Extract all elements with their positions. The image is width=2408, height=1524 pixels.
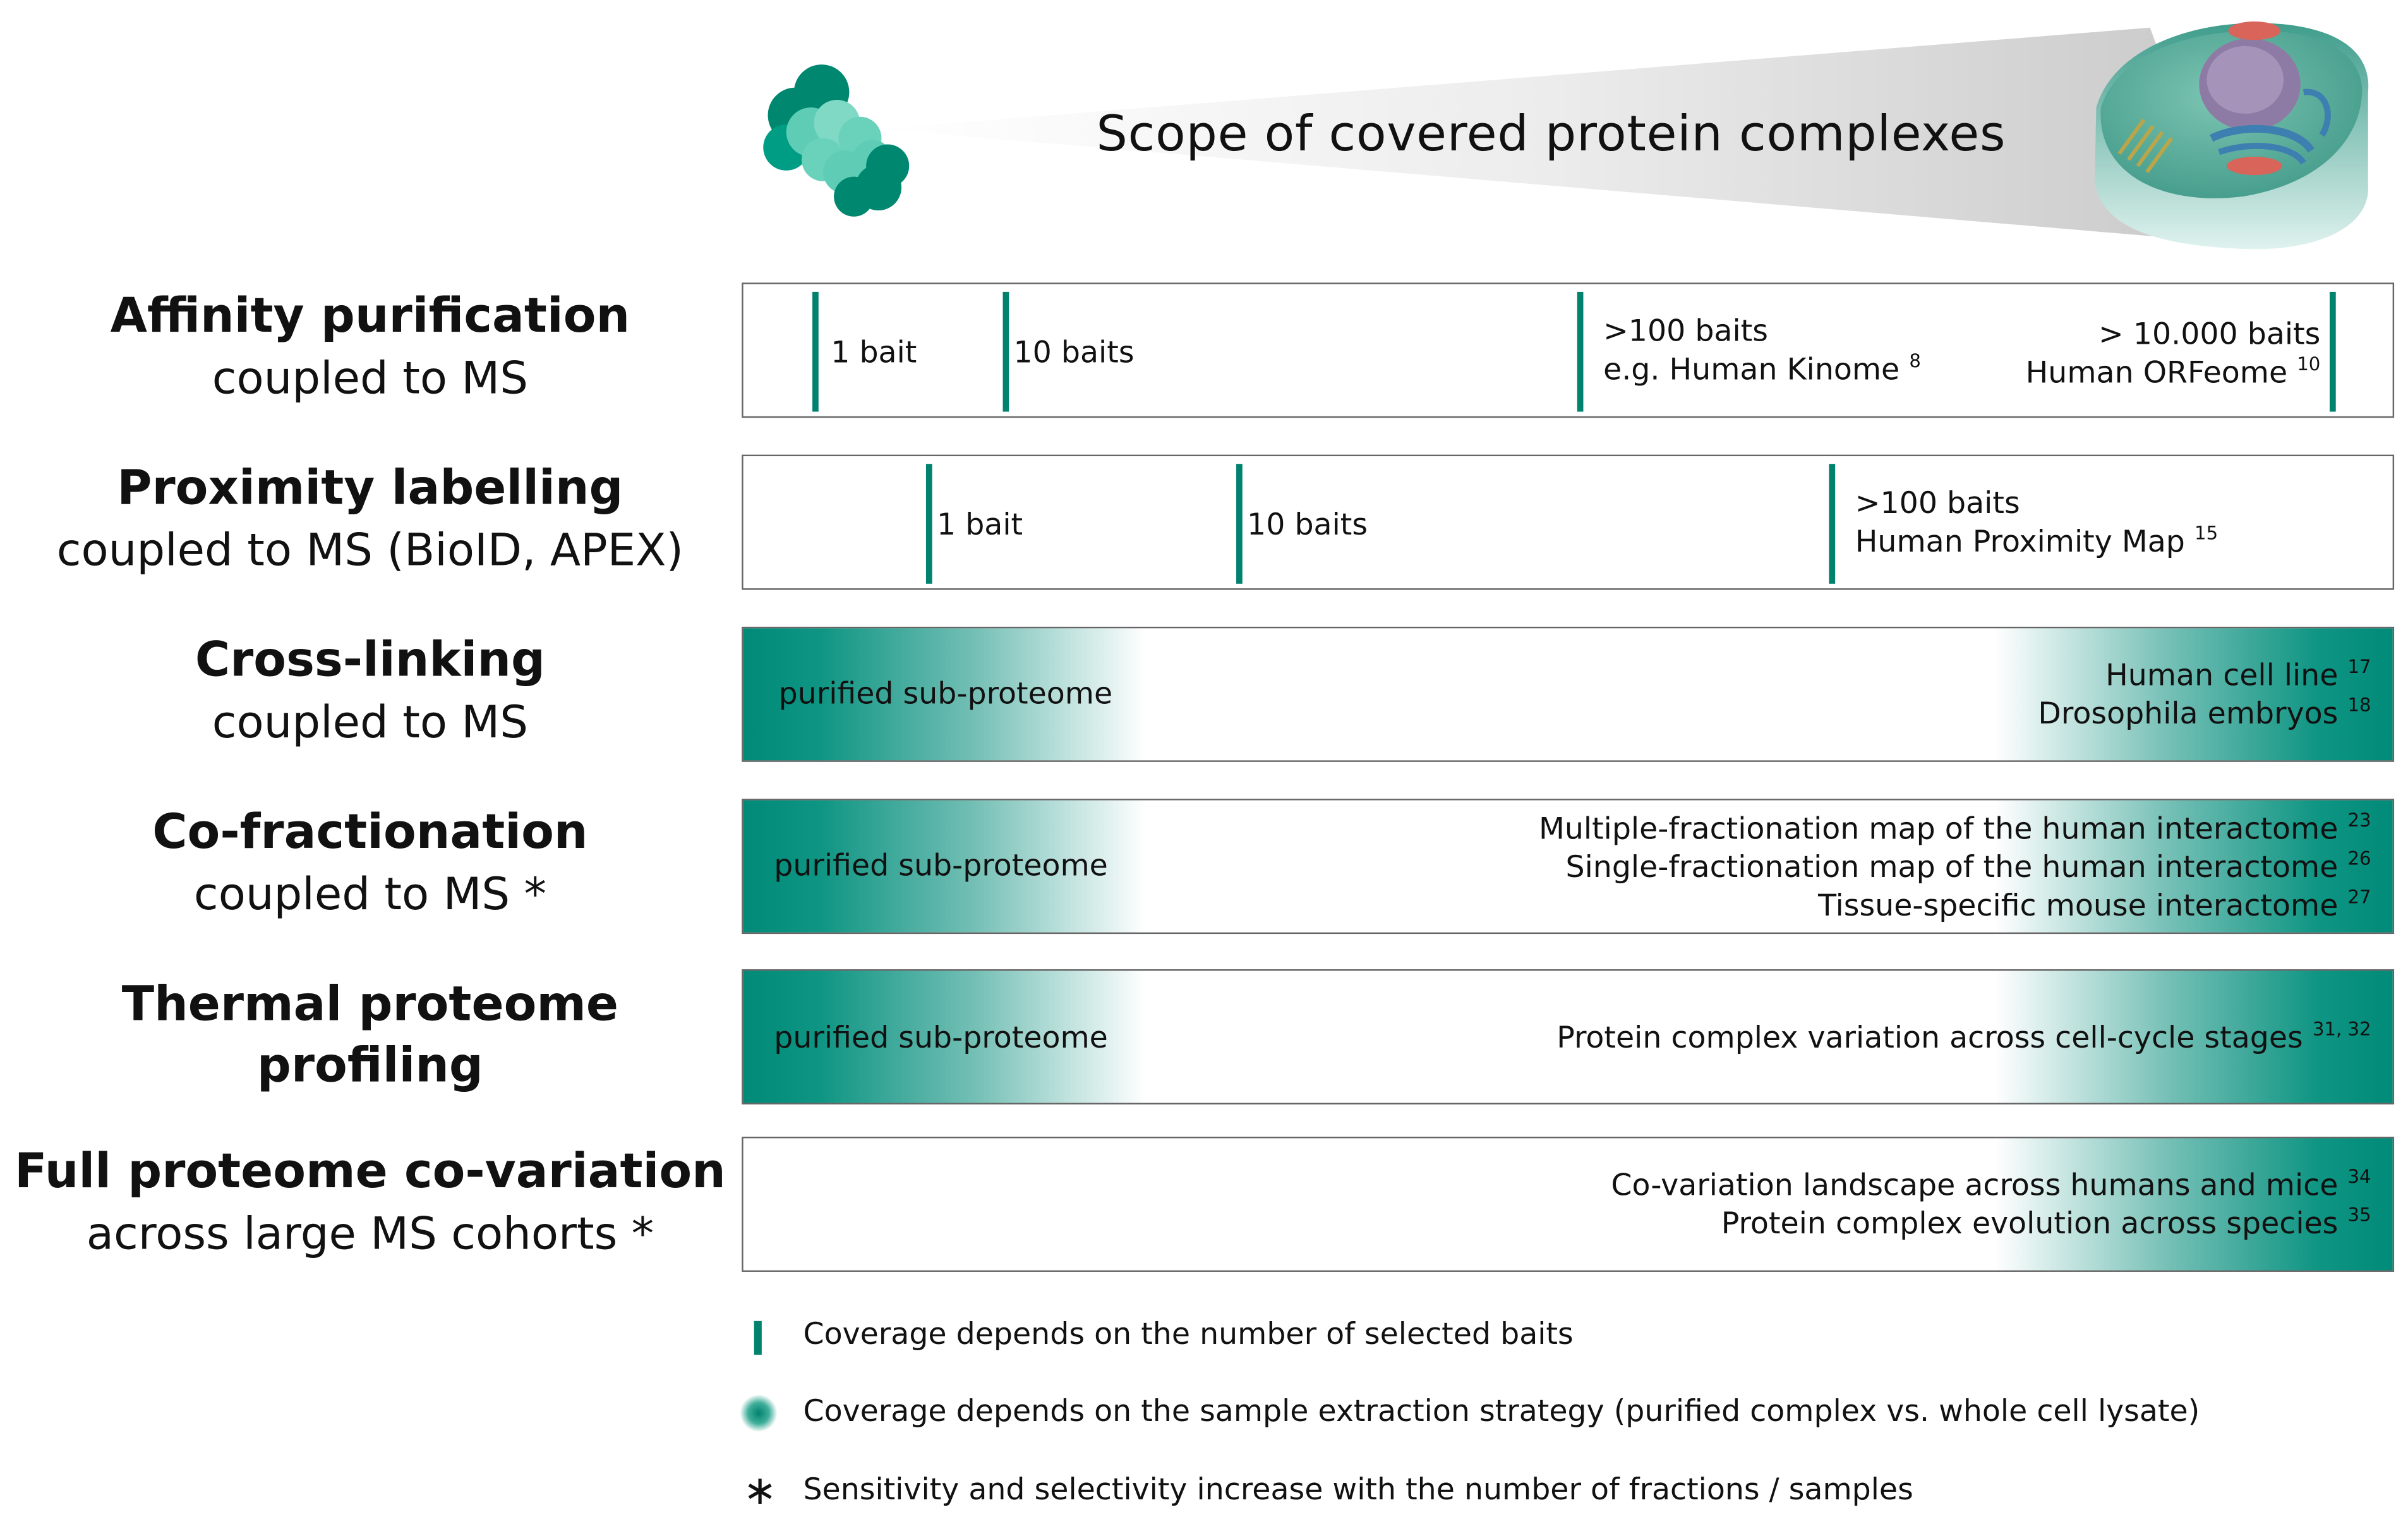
- reference: 18: [2347, 694, 2371, 716]
- scope-beam: [763, 21, 2369, 250]
- extraction-label: purified sub-proteome: [774, 847, 1108, 883]
- legend-item-baits: Coverage depends on the number of select…: [803, 1316, 1574, 1352]
- scope-title: Scope of covered protein complexes: [1096, 104, 2006, 163]
- bait-bar-icon: [754, 1321, 762, 1355]
- bait-bar-icon: [1236, 464, 1243, 584]
- method-title: Thermal proteome: [121, 977, 619, 1032]
- text-line: Human Proximity Map: [1855, 524, 2185, 559]
- bait-label: >100 baits e.g. Human Kinome 8: [1603, 312, 1921, 389]
- method-title: Cross-linking: [195, 632, 545, 689]
- panel-cross-linking: purified sub-proteome Human cell line 17…: [742, 626, 2395, 762]
- reference: 23: [2347, 809, 2371, 832]
- cell-icon: [2095, 21, 2369, 250]
- legend-item-extraction: Coverage depends on the sample extractio…: [803, 1393, 2200, 1429]
- bait-bar-icon: [1829, 464, 1836, 584]
- legend-item-sensitivity: Sensitivity and selectivity increase wit…: [803, 1471, 1913, 1507]
- reference: 10: [2297, 353, 2321, 375]
- bait-label: 1 bait: [936, 507, 1023, 543]
- text-line: Human ORFeome: [2025, 354, 2288, 390]
- method-subtitle: coupled to MS (BioID, APEX): [56, 524, 683, 576]
- study-list: Human cell line 17 Drosophila embryos 18: [2038, 656, 2371, 733]
- panel-affinity-purification: 1 bait 10 baits >100 baits e.g. Human Ki…: [742, 282, 2395, 418]
- text-line: >100 baits: [1603, 313, 1768, 349]
- panel-co-fractionation: purified sub-proteome Multiple-fractiona…: [742, 799, 2395, 934]
- text-line: >100 baits: [1855, 485, 2020, 521]
- reference: 26: [2347, 847, 2371, 870]
- method-label-affinity-purification: Affinity purification coupled to MS: [0, 286, 740, 408]
- reference: 31, 32: [2312, 1018, 2371, 1040]
- text-line: e.g. Human Kinome: [1603, 351, 1900, 387]
- method-label-full-proteome-co-variation: Full proteome co-variation across large …: [0, 1141, 740, 1264]
- study-list: Co-variation landscape across humans and…: [1611, 1166, 2371, 1243]
- bait-bar-icon: [812, 291, 819, 412]
- bait-label: > 10.000 baits Human ORFeome 10: [2026, 315, 2321, 392]
- extraction-label: purified sub-proteome: [778, 675, 1113, 711]
- method-label-thermal-proteome-profiling: Thermal proteome profiling: [0, 974, 740, 1096]
- bait-label: 10 baits: [1247, 507, 1368, 543]
- protein-complex-icon: [763, 64, 910, 217]
- text-line: > 10.000 baits: [2098, 316, 2321, 352]
- method-subtitle: coupled to MS *: [193, 868, 546, 921]
- bait-label: 10 baits: [1013, 334, 1135, 370]
- method-subtitle: across large MS cohorts *: [86, 1207, 654, 1260]
- study-list: Protein complex variation across cell-cy…: [1556, 1019, 2371, 1057]
- panel-full-proteome-co-variation: Co-variation landscape across humans and…: [742, 1137, 2395, 1272]
- reference: 17: [2347, 656, 2371, 678]
- text-line: Human cell line: [2105, 657, 2339, 693]
- method-subtitle: profiling: [256, 1038, 483, 1094]
- panel-proximity-labelling: 1 bait 10 baits >100 baits Human Proximi…: [742, 454, 2395, 590]
- text-line: Co-variation landscape across humans and…: [1611, 1167, 2339, 1203]
- method-label-co-fractionation: Co-fractionation coupled to MS *: [0, 802, 740, 924]
- text-line: Single-fractionation map of the human in…: [1565, 849, 2339, 885]
- text-line: Protein complex evolution across species: [1721, 1206, 2339, 1242]
- text-line: Drosophila embryos: [2038, 696, 2339, 732]
- method-subtitle: coupled to MS: [212, 696, 528, 748]
- method-title: Full proteome co-variation: [14, 1144, 726, 1200]
- scope-cone: [878, 27, 2230, 243]
- text-line: Multiple-fractionation map of the human …: [1538, 811, 2339, 847]
- study-list: Multiple-fractionation map of the human …: [1539, 809, 2371, 924]
- reference: 8: [1909, 350, 1921, 372]
- method-title: Affinity purification: [110, 289, 630, 344]
- reference: 34: [2347, 1166, 2371, 1188]
- bait-label: 1 bait: [831, 334, 917, 370]
- bait-bar-icon: [1577, 291, 1584, 412]
- bait-label: >100 baits Human Proximity Map 15: [1855, 484, 2218, 561]
- bait-bar-icon: [2329, 291, 2336, 412]
- method-subtitle: coupled to MS: [212, 351, 528, 404]
- reference: 15: [2194, 522, 2218, 544]
- method-title: Proximity labelling: [117, 461, 623, 516]
- method-label-proximity-labelling: Proximity labelling coupled to MS (BioID…: [0, 457, 740, 580]
- reference: 27: [2347, 886, 2371, 908]
- text-line: Protein complex variation across cell-cy…: [1556, 1020, 2303, 1056]
- extraction-label: purified sub-proteome: [774, 1020, 1108, 1056]
- bait-bar-icon: [925, 464, 932, 584]
- panel-thermal-proteome-profiling: purified sub-proteome Protein complex va…: [742, 969, 2395, 1104]
- method-label-cross-linking: Cross-linking coupled to MS: [0, 630, 740, 753]
- method-title: Co-fractionation: [152, 804, 588, 861]
- gradient-dot-icon: [740, 1394, 778, 1432]
- text-line: Tissue-specific mouse interactome: [1818, 888, 2339, 924]
- asterisk-icon: ∗: [743, 1468, 777, 1515]
- reference: 35: [2347, 1204, 2371, 1226]
- bait-bar-icon: [1002, 291, 1009, 412]
